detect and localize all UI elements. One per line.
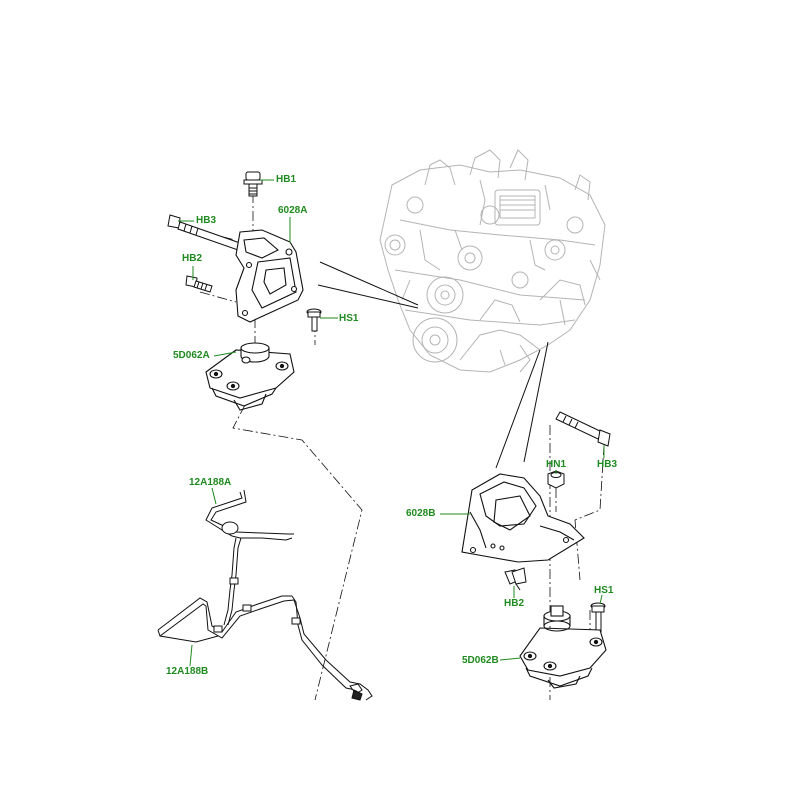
label-hn1: HN1 bbox=[546, 459, 567, 470]
label-leaders bbox=[178, 179, 605, 667]
label-hs1-right: HS1 bbox=[594, 585, 614, 596]
bracket-6028b bbox=[461, 473, 585, 563]
mount-5d062a bbox=[205, 342, 295, 411]
label-hb2-right: HB2 bbox=[504, 598, 525, 609]
label-hb1-top: HB1 bbox=[276, 174, 297, 185]
bolt-hb3-right bbox=[555, 411, 611, 447]
label-hb3-left: HB3 bbox=[196, 215, 217, 226]
label-hb2-left: HB2 bbox=[182, 253, 203, 264]
leader-lines bbox=[317, 261, 549, 469]
stud-hs1-right bbox=[590, 602, 606, 633]
label-6028b: 6028B bbox=[406, 508, 436, 519]
bracket-6028a bbox=[235, 229, 304, 323]
hose-assembly-12a188 bbox=[157, 489, 373, 701]
label-5d062b: 5D062B bbox=[462, 655, 499, 666]
bolt-hb1-top bbox=[243, 171, 263, 197]
bolt-hb2-left bbox=[185, 275, 213, 293]
label-6028a: 6028A bbox=[278, 205, 308, 216]
mount-5d062b bbox=[519, 605, 607, 689]
engine-assembly bbox=[379, 149, 606, 373]
bolt-hb2-right bbox=[504, 567, 527, 591]
label-hb3-right: HB3 bbox=[597, 459, 618, 470]
label-hs1-left: HS1 bbox=[339, 313, 359, 324]
stud-hs1-left bbox=[306, 308, 322, 332]
label-12a188b: 12A188B bbox=[166, 666, 209, 677]
label-5d062a: 5D062A bbox=[173, 350, 210, 361]
label-12a188a: 12A188A bbox=[189, 477, 232, 488]
bolt-hb3-left bbox=[167, 214, 241, 251]
nut-hn1 bbox=[547, 470, 565, 489]
